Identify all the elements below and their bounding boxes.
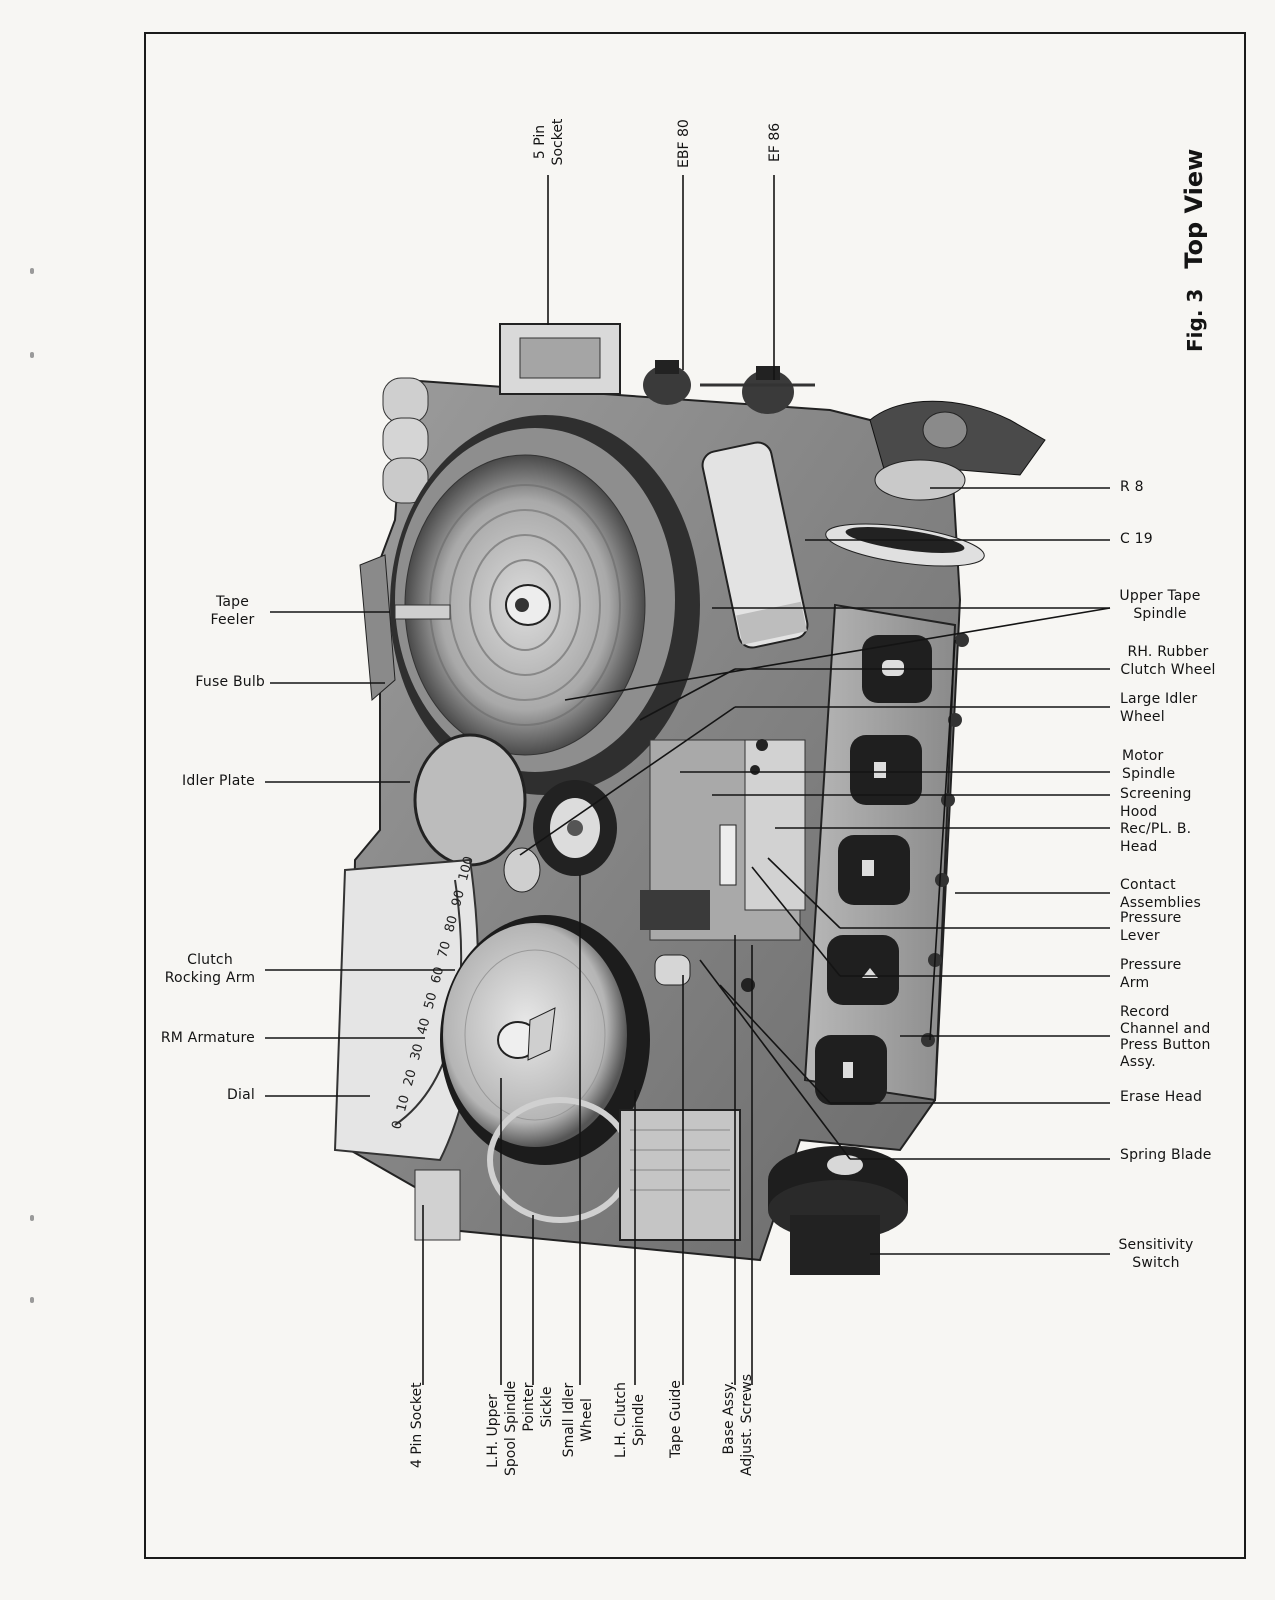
label-spring-blade: Spring Blade: [1120, 1147, 1212, 1163]
valve-ef86: [742, 366, 794, 414]
label-ef86: EF 86: [767, 122, 783, 162]
small-idler-wheel: [533, 780, 617, 876]
label-dial: Dial: [227, 1087, 255, 1103]
label-ebf80: EBF 80: [676, 119, 692, 168]
five-pin-socket: [499, 323, 621, 395]
label-rec-pl-b-head: Rec/PL. B.Head: [1120, 821, 1192, 855]
lower-spool: [440, 915, 650, 1165]
label-r8: R 8: [1120, 479, 1144, 495]
figure-title: Fig. 3 Top View: [1180, 149, 1208, 352]
dial-scale-text: 0102030405060708090100: [389, 855, 476, 1131]
label-tape-guide: Tape Guide: [668, 1380, 684, 1458]
label-4-pin-socket: 4 Pin Socket: [409, 1382, 425, 1468]
press-button-panel: [803, 603, 969, 1105]
valve-ebf80: [643, 360, 691, 405]
label-c19: C 19: [1120, 531, 1153, 547]
sensitivity-knob: [768, 1146, 908, 1275]
figure-caption: Top View: [1180, 148, 1208, 269]
r8-potentiometer: [869, 400, 1046, 501]
label-fuse-bulb: Fuse Bulb: [195, 674, 265, 690]
transformer: [619, 1109, 741, 1241]
figure-frame: [144, 32, 1246, 1559]
label-erase-head: Erase Head: [1120, 1089, 1203, 1105]
label-base-assy-adjust-screws: Base Assy.Adjust. Screws: [721, 1373, 755, 1476]
label-idler-plate: Idler Plate: [182, 773, 255, 789]
figure-number: Fig. 3: [1183, 288, 1207, 352]
label-rm-armature: RM Armature: [160, 1030, 255, 1046]
